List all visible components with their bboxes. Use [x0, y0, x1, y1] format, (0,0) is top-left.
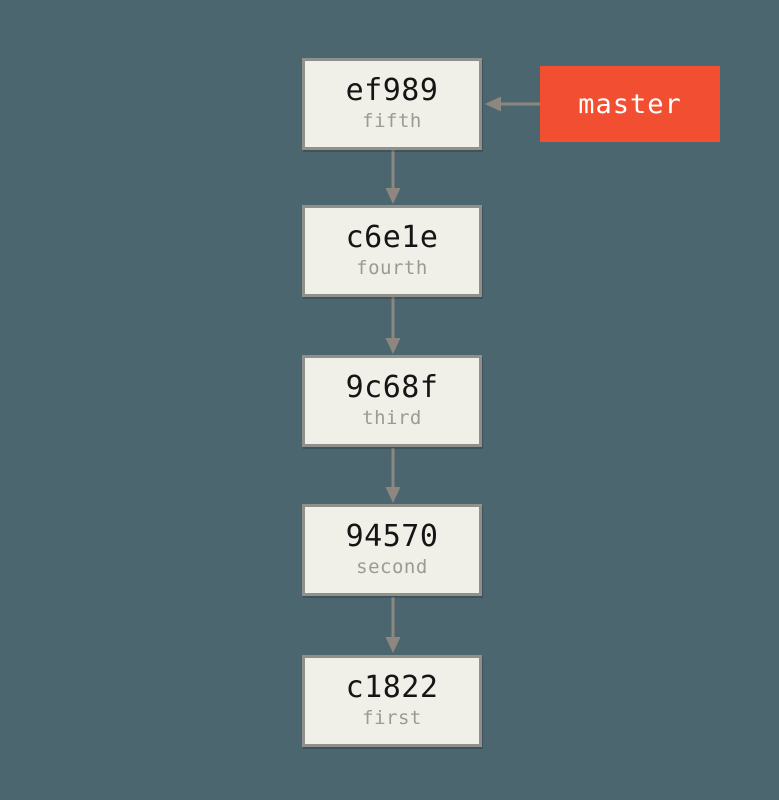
commit-message: second: [356, 556, 428, 579]
commit-message: third: [362, 407, 422, 430]
commit-message: fifth: [362, 110, 422, 133]
commit-node: ef989 fifth: [302, 58, 482, 150]
commit-hash: 94570: [345, 518, 439, 554]
commit-hash: 9c68f: [345, 369, 439, 405]
commit-hash: c6e1e: [345, 219, 439, 255]
parent-arrow-third-to-second: [385, 448, 401, 503]
commit-message: fourth: [356, 257, 428, 280]
commit-node: c6e1e fourth: [302, 205, 482, 297]
commit-node: 9c68f third: [302, 355, 482, 447]
parent-arrow-fifth-to-fourth: [385, 150, 401, 204]
commit-hash: c1822: [345, 669, 439, 705]
commit-node: 94570 second: [302, 504, 482, 596]
commit-node: c1822 first: [302, 655, 482, 747]
branch-label-master: master: [540, 66, 720, 142]
commit-message: first: [362, 707, 422, 730]
commit-hash: ef989: [345, 72, 439, 108]
parent-arrow-second-to-first: [385, 597, 401, 653]
branch-pointer-arrow: [485, 96, 540, 112]
parent-arrow-fourth-to-third: [385, 297, 401, 354]
